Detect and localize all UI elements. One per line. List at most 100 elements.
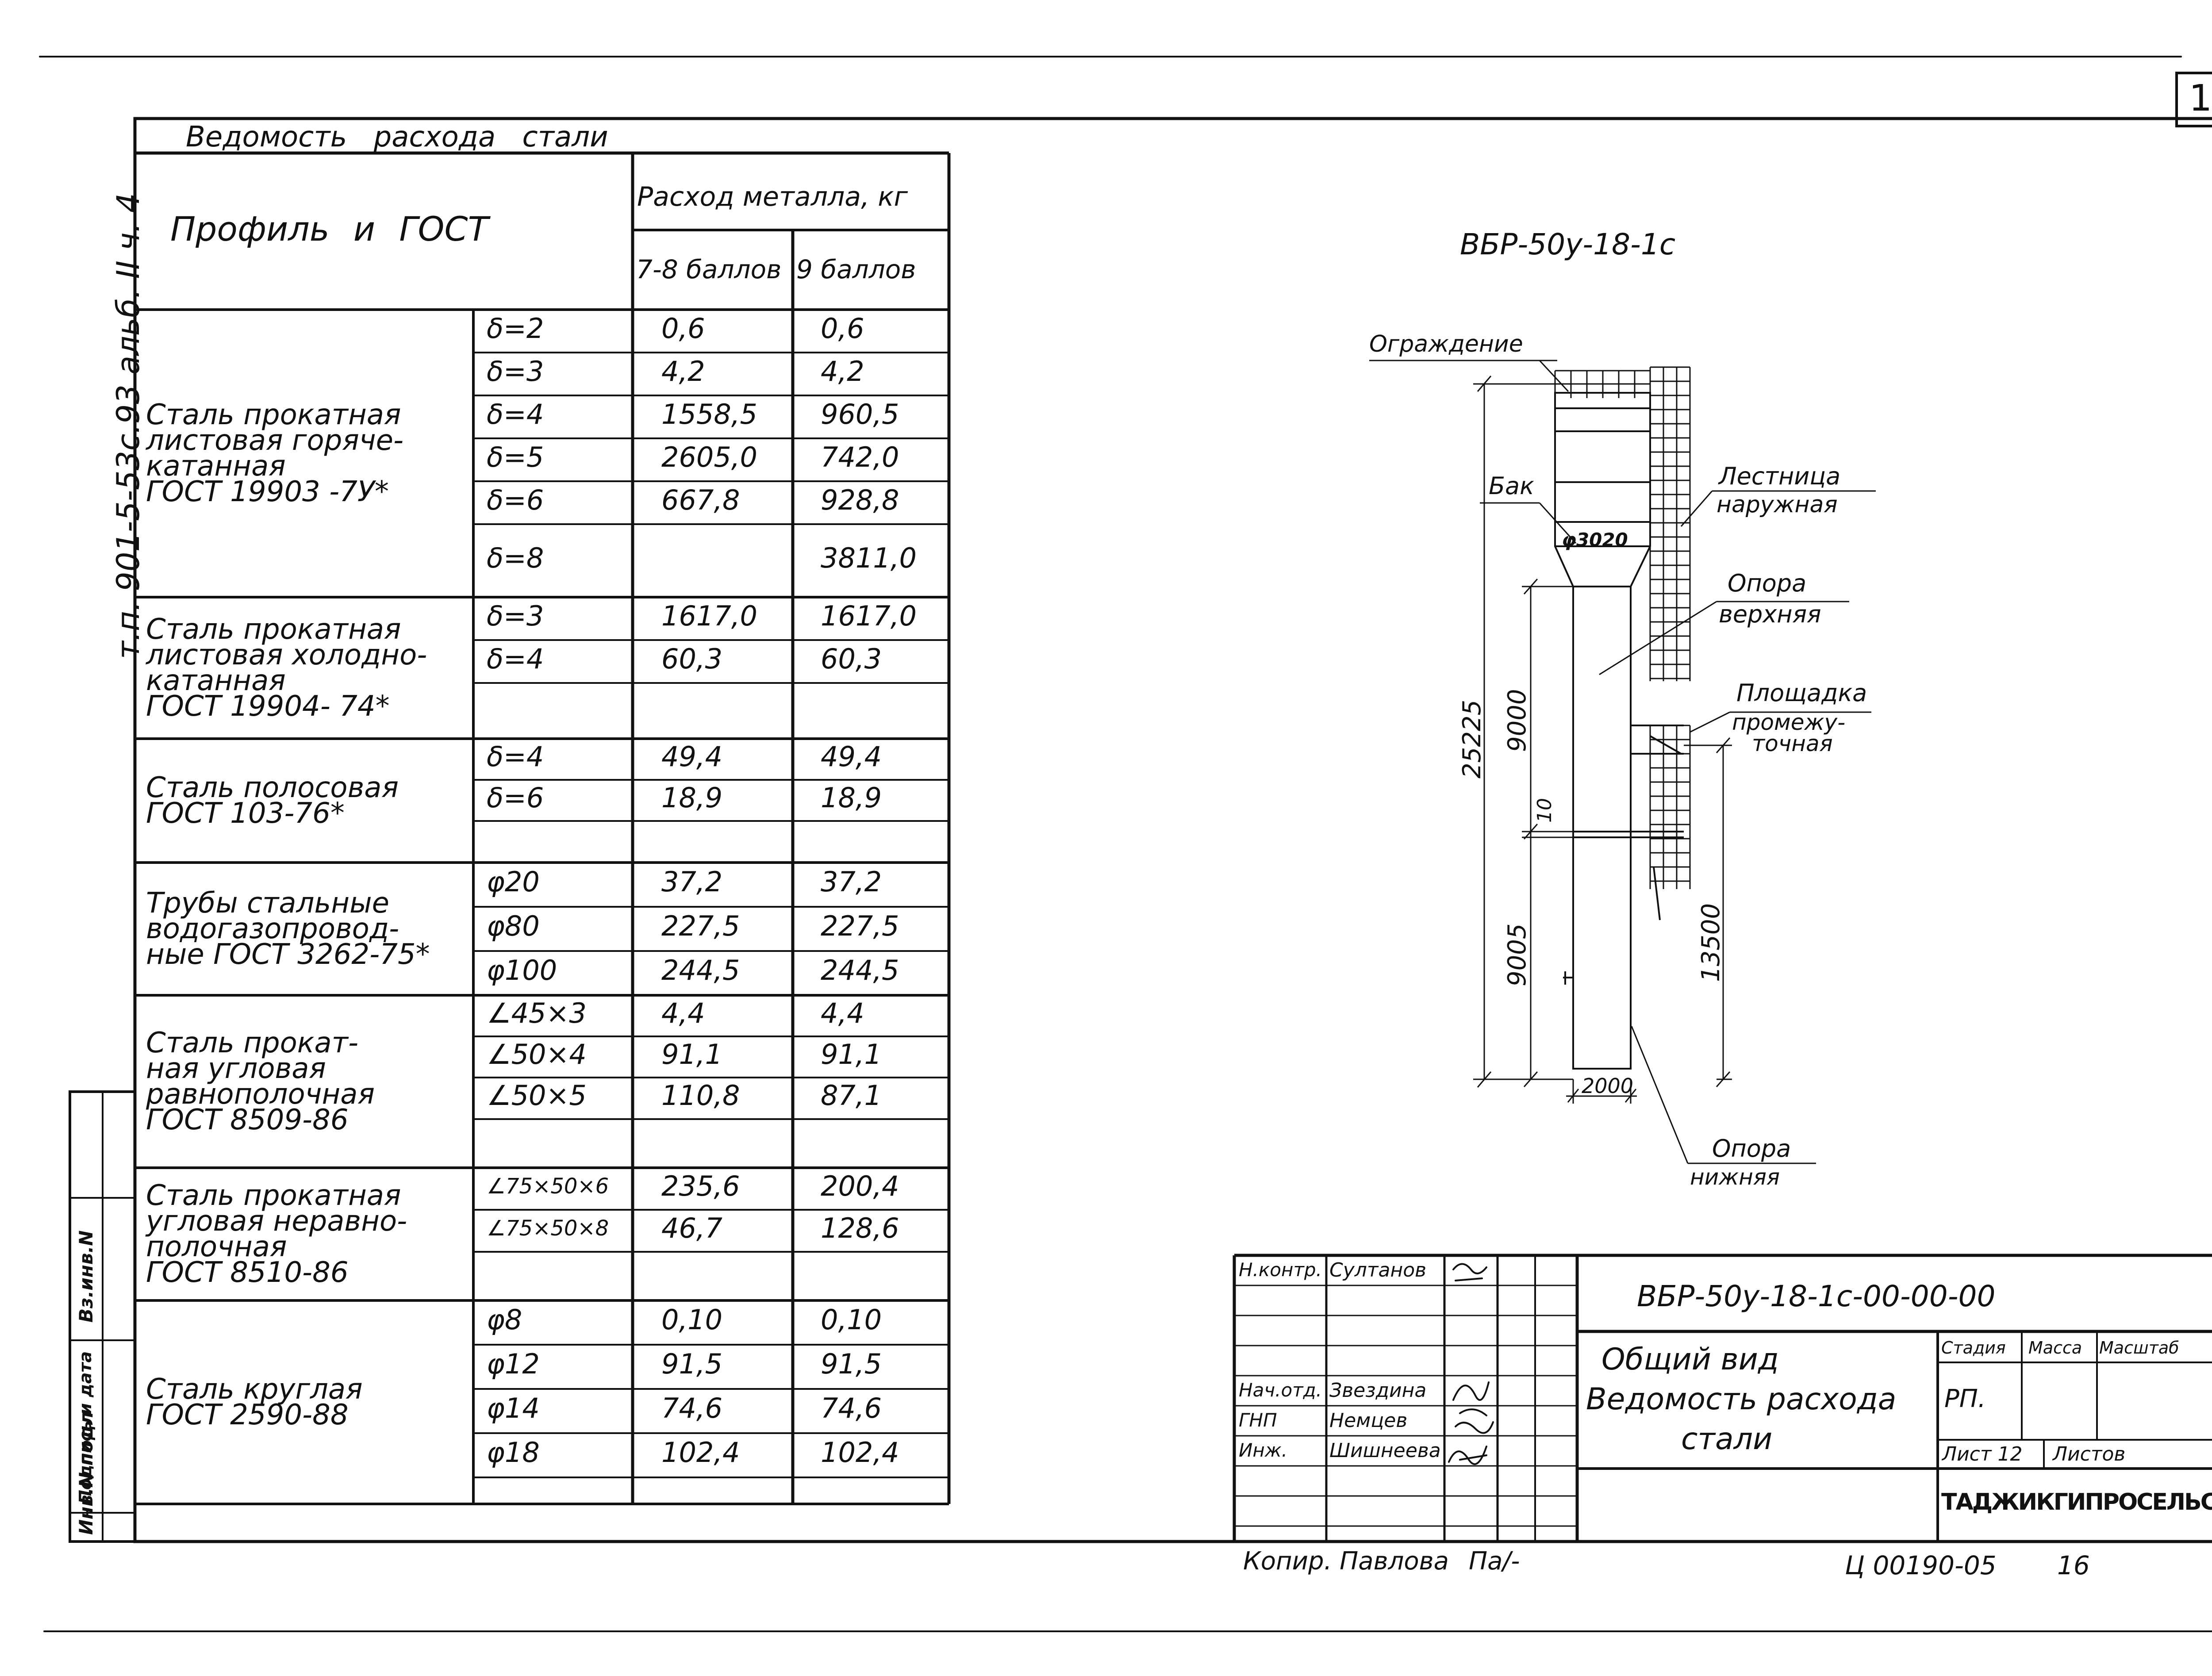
label-upper-2: верхняя (1719, 600, 1821, 628)
table-cell-9: 87,1 (821, 1079, 882, 1112)
group-name-line: угловая неравно- (146, 1205, 407, 1238)
label-lower-1: Опора (1712, 1135, 1791, 1162)
tb-stage-value: РП. (1944, 1385, 1986, 1413)
table-cell-size: δ=6 (487, 781, 544, 814)
table-cell-9: 3811,0 (821, 541, 917, 574)
table-cell-9: 49,4 (821, 740, 882, 773)
tb-code: ВБР-50у-18-1с-00-00-00 (1637, 1279, 1996, 1313)
tb-person: Шишнеева (1329, 1439, 1441, 1462)
table-cell-7-8: 4,4 (661, 997, 705, 1029)
table-cell-size: δ=5 (487, 441, 544, 473)
tb-name-3: стали (1681, 1422, 1773, 1457)
label-ladder-1: Лестница (1719, 462, 1841, 490)
group-name-line: катанная (146, 664, 286, 697)
page-number: 15 (2189, 77, 2212, 119)
group-name-line: Сталь прокатная (146, 1179, 401, 1212)
group-name-line: водогазопровод- (146, 913, 399, 945)
label-upper-1: Опора (1728, 569, 1807, 597)
tb-role: Инж. (1239, 1439, 1288, 1461)
tb-role: ГНП (1239, 1409, 1277, 1431)
tb-person: Звездина (1329, 1379, 1427, 1402)
tb-role: Н.контр. (1239, 1259, 1322, 1281)
table-cell-size: φ12 (487, 1348, 540, 1380)
table-cell-9: 91,5 (821, 1348, 882, 1380)
group-name-line: Сталь прокатная (146, 399, 401, 431)
table-cell-size: δ=4 (487, 398, 544, 430)
tb-person: Султанов (1329, 1259, 1427, 1281)
group-name-line: ГОСТ 8509-86 (146, 1104, 349, 1136)
table-cell-7-8: 46,7 (661, 1212, 723, 1244)
tb-stage-label: Стадия (1941, 1338, 2006, 1358)
table-cell-7-8: 1558,5 (661, 398, 757, 430)
table-cell-9: 742,0 (821, 441, 899, 473)
table-cell-7-8: 227,5 (661, 910, 740, 942)
table-cell-7-8: 667,8 (661, 483, 740, 516)
group-name-line: ГОСТ 8510-86 (146, 1256, 349, 1289)
table-cell-9: 200,4 (821, 1170, 899, 1202)
table-cell-size: φ14 (487, 1392, 540, 1424)
table-cell-9: 227,5 (821, 910, 899, 942)
table-cell-size: δ=4 (487, 740, 544, 773)
table-cell-size: φ80 (487, 910, 540, 942)
table-cell-size: φ8 (487, 1304, 522, 1336)
tb-role: Нач.отд. (1239, 1379, 1322, 1401)
table-cell-size: δ=3 (487, 599, 544, 632)
table-cell-7-8: 60,3 (661, 642, 723, 675)
table-cell-7-8: 1617,0 (661, 599, 757, 632)
signature-4 (1448, 1446, 1487, 1465)
table-cell-9: 244,5 (821, 954, 899, 986)
dim-base: 2000 (1582, 1074, 1634, 1098)
signature-2 (1452, 1381, 1490, 1416)
header-col2: 9 баллов (796, 254, 916, 284)
table-cell-7-8: 2605,0 (661, 441, 757, 473)
table-cell-7-8: 37,2 (661, 866, 723, 898)
copy-sign: Па/- (1469, 1547, 1520, 1576)
table-cell-7-8: 4,2 (661, 355, 705, 387)
archive-page: 16 (2057, 1550, 2090, 1580)
group-name-line: полочная (146, 1231, 287, 1263)
tb-name-1: Общий вид (1601, 1342, 1779, 1377)
table-cell-9: 0,10 (821, 1304, 882, 1336)
table-cell-9: 18,9 (821, 781, 882, 814)
table-cell-7-8: 0,6 (661, 312, 705, 345)
signature-3 (1455, 1421, 1494, 1434)
table-cell-7-8: 91,5 (661, 1348, 723, 1380)
label-platform-3: точная (1752, 731, 1833, 756)
label-ladder-2: наружная (1717, 491, 1838, 518)
table-cell-size: ∠45×3 (487, 997, 587, 1029)
group-name-line: равнополочная (146, 1078, 375, 1111)
table-cell-size: δ=3 (487, 355, 544, 387)
group-name-line: Сталь полосовая (146, 771, 399, 804)
label-platform-2: промежу- (1732, 710, 1846, 735)
table-cell-7-8: 110,8 (661, 1079, 740, 1112)
table-cell-9: 4,4 (821, 997, 864, 1029)
table-cell-9: 74,6 (821, 1392, 882, 1424)
table-cell-9: 128,6 (821, 1212, 899, 1244)
table-cell-9: 4,2 (821, 355, 864, 387)
tb-org: ТАДЖИКГИПРОСЕЛЬСТРОЙ (1941, 1489, 2212, 1515)
tb-person: Немцев (1329, 1409, 1408, 1432)
group-name-line: листовая холодно- (146, 639, 427, 671)
table-cell-9: 960,5 (821, 398, 899, 430)
group-name-line: ГОСТ 19903 -7У* (146, 476, 389, 508)
table-cell-size: ∠50×5 (487, 1079, 587, 1112)
group-name-line: Сталь круглая (146, 1373, 363, 1406)
tb-scale-label: Масштаб (2099, 1338, 2179, 1358)
group-name-line: листовая горяче- (146, 424, 404, 457)
label-fence: Ограждение (1369, 331, 1523, 357)
table-cell-7-8: 102,4 (661, 1436, 740, 1469)
tb-name-2: Ведомость расхода (1586, 1382, 1897, 1417)
table-cell-size: φ100 (487, 954, 557, 986)
group-name-line: ная угловая (146, 1052, 326, 1085)
table-cell-size: δ=4 (487, 642, 544, 675)
tb-mass-label: Масса (2028, 1338, 2082, 1358)
